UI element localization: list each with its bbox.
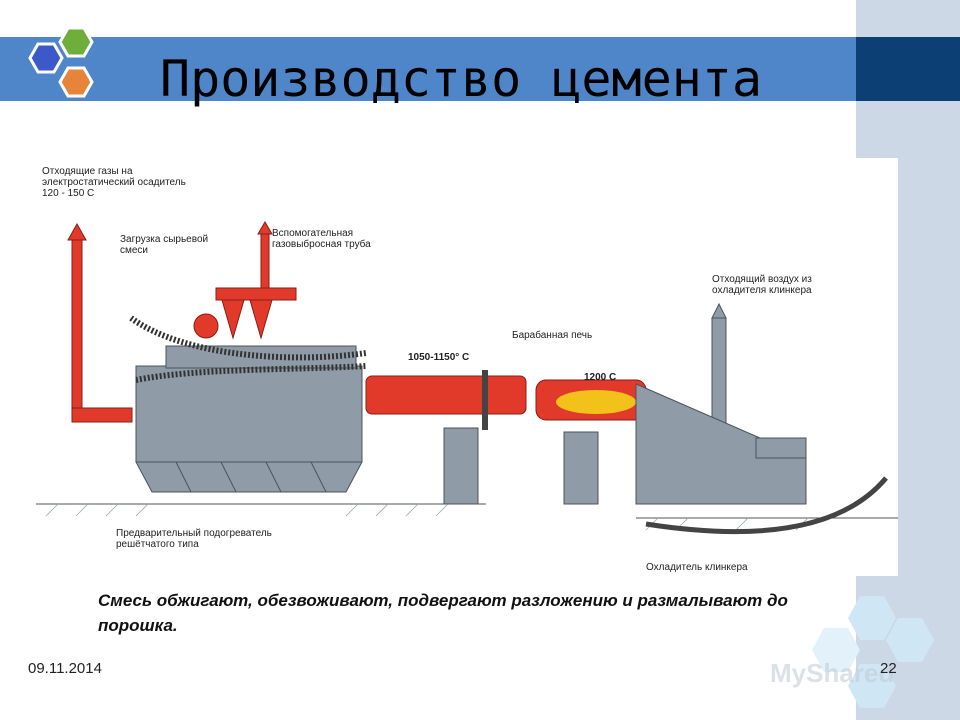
exhaust-pipe xyxy=(67,222,133,423)
footer-date: 09.11.2014 xyxy=(28,660,102,677)
label-raw-mix-loading: Загрузка сырьевой смеси xyxy=(120,234,209,256)
title-bar-dark-end xyxy=(856,37,960,101)
ground xyxy=(36,503,898,519)
clinker-cooler xyxy=(635,302,807,505)
aux-gas-pipe xyxy=(193,221,297,340)
label-temp-kiln-zone: 1200 С xyxy=(584,372,617,383)
label-grate-preheater: Предварительный подогреватель решётчатог… xyxy=(116,528,272,550)
grate-preheater xyxy=(135,345,363,493)
slide-caption: Смесь обжигают, обезвоживают, подвергают… xyxy=(98,591,788,635)
kiln-supports xyxy=(443,427,599,505)
slide-title: Производство цемента xyxy=(160,50,763,108)
label-cooler-exhaust-air: Отходящий воздух из охладителя клинкера xyxy=(712,274,812,296)
hexagon-logo-icon xyxy=(28,26,94,98)
label-aux-gas-pipe: Вспомогательная газовыбросная труба xyxy=(272,228,371,250)
label-clinker-cooler: Охладитель клинкера xyxy=(646,562,748,573)
cement-production-diagram: Отходящие газы на электростатический оса… xyxy=(36,158,898,576)
label-rotary-kiln: Барабанная печь xyxy=(512,330,593,341)
label-exhaust-gases: Отходящие газы на электростатический оса… xyxy=(42,166,186,199)
hexagon-decoration-icon xyxy=(812,596,934,708)
watermark: MyShared xyxy=(770,658,895,688)
cement-plant-schematic xyxy=(36,221,898,535)
label-temp-kiln-inlet: 1050-1150° С xyxy=(408,352,470,363)
page-number: 22 xyxy=(880,660,897,677)
title-bar xyxy=(0,37,856,101)
